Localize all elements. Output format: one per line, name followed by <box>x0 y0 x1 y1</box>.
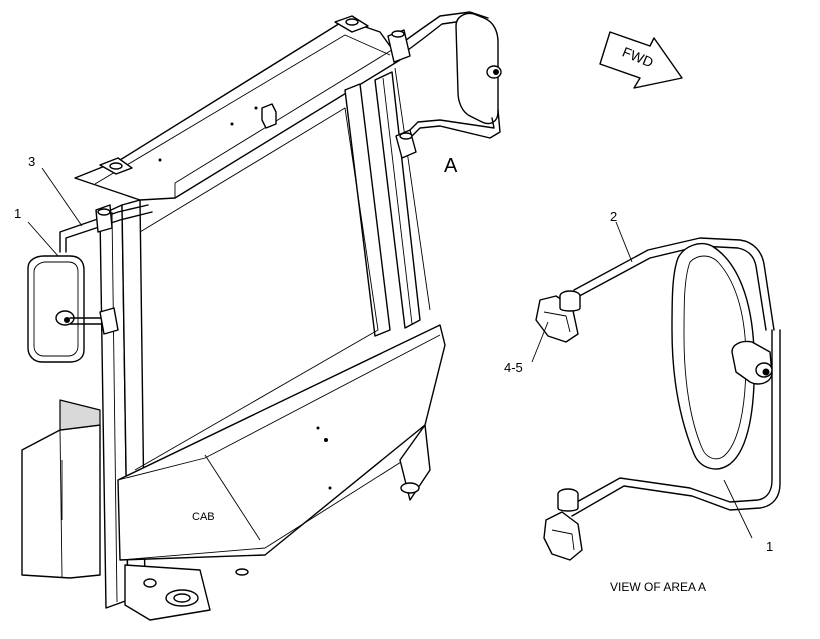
callout-1-left: 1 <box>14 206 21 221</box>
callout-4-5: 4-5 <box>504 360 523 375</box>
left-mirror-assembly <box>27 204 153 363</box>
detail-view-a <box>535 237 781 561</box>
view-caption: VIEW OF AREA A <box>610 580 706 594</box>
cab-label: CAB <box>192 511 215 523</box>
callout-1-right: 1 <box>766 539 773 554</box>
fwd-arrow: FWD <box>599 31 683 89</box>
cab-frame <box>21 15 446 621</box>
callout-2: 2 <box>610 209 617 224</box>
cab-right-mirror <box>387 11 502 159</box>
callout-3: 3 <box>28 154 35 169</box>
leader-lines <box>27 167 753 539</box>
area-marker-a: A <box>444 155 458 177</box>
